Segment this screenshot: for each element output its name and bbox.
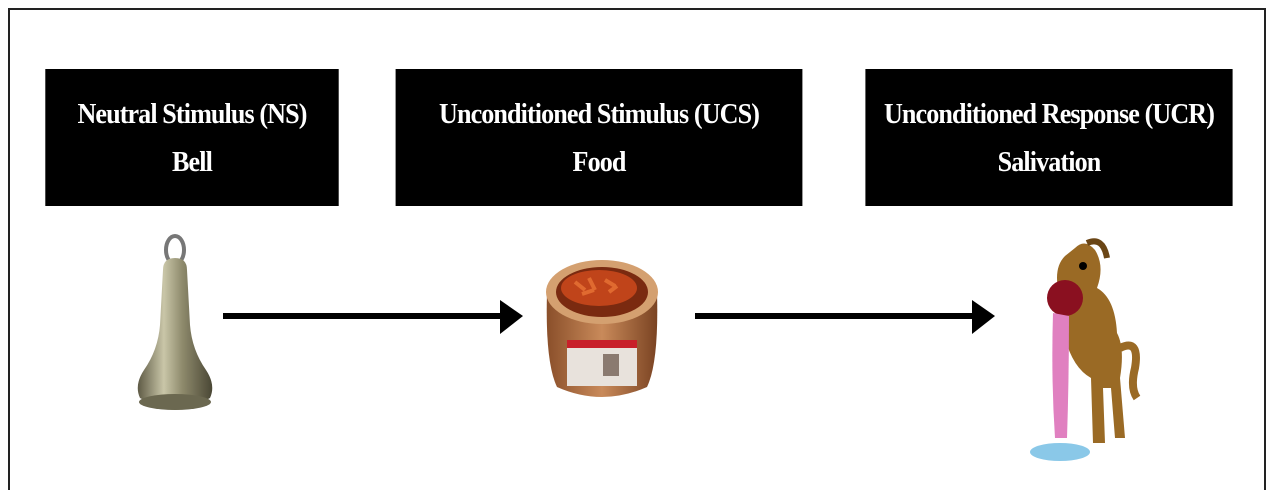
ns-title: Neutral Stimulus (NS)	[77, 97, 307, 130]
salivating-dog-icon	[1030, 238, 1141, 461]
arrow-icon	[223, 300, 523, 334]
neutral-stimulus-label: Neutral Stimulus (NS) Bell	[45, 69, 339, 206]
ucr-subtitle: Salivation	[997, 145, 1102, 178]
ucr-title: Unconditioned Response (UCR)	[883, 97, 1215, 130]
dog-food-bowl-icon	[546, 260, 658, 397]
unconditioned-response-label: Unconditioned Response (UCR) Salivation	[865, 69, 1233, 206]
ucs-title: Unconditioned Stimulus (UCS)	[439, 97, 760, 130]
bell-icon	[137, 234, 213, 410]
unconditioned-stimulus-label: Unconditioned Stimulus (UCS) Food	[395, 69, 803, 206]
diagram-frame	[8, 8, 1266, 490]
arrow-icon	[695, 300, 995, 334]
ns-subtitle: Bell	[172, 145, 213, 178]
ucs-subtitle: Food	[572, 145, 627, 178]
